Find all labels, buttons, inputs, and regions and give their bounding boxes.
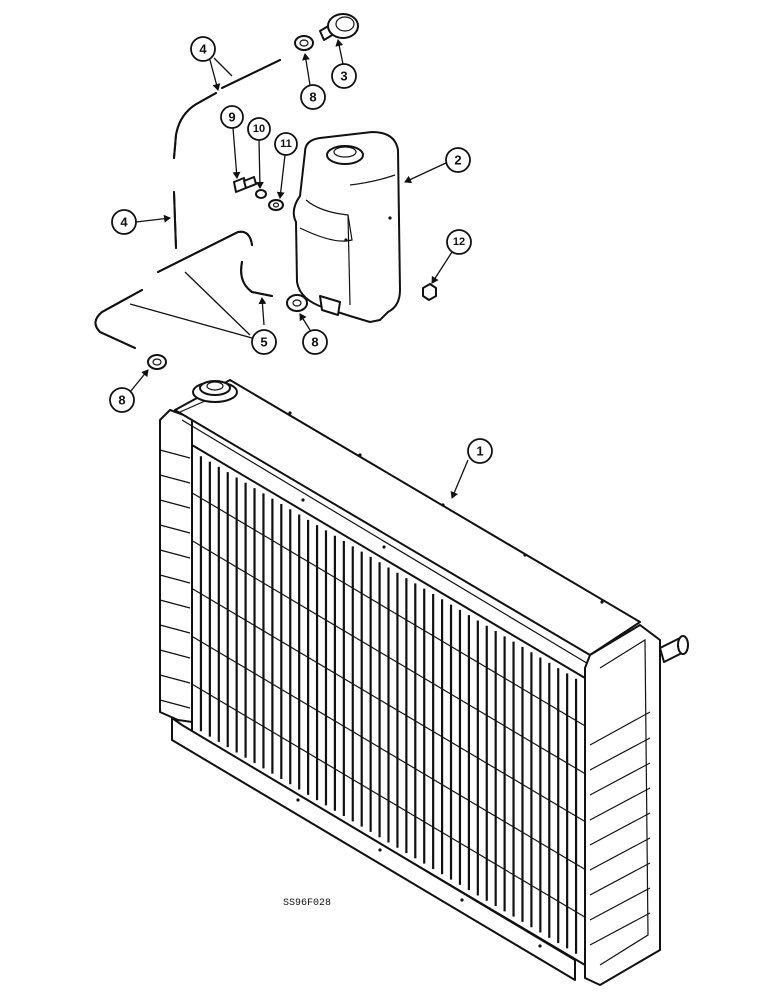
- callout-1: 1: [467, 438, 493, 464]
- svg-text:2: 2: [454, 153, 461, 168]
- svg-text:8: 8: [118, 393, 125, 408]
- callout-2: 2: [445, 147, 471, 173]
- callout-8-mid: 8: [302, 329, 328, 355]
- radiator-filler-neck: [192, 380, 238, 403]
- core-fin-row: [191, 635, 586, 870]
- radiator-outlet-pipe: [659, 635, 689, 663]
- svg-text:11: 11: [280, 138, 292, 150]
- svg-text:10: 10: [253, 123, 265, 135]
- expansion-tank: [292, 131, 401, 323]
- callout-8-bottom: 8: [109, 387, 135, 413]
- hose-clamp-bottom: [147, 354, 167, 370]
- svg-text:8: 8: [309, 90, 316, 105]
- callout-12: 12: [446, 229, 472, 255]
- svg-text:1: 1: [476, 444, 483, 459]
- nut: [422, 283, 437, 301]
- core-fin-row: [191, 683, 586, 918]
- callout-4-top: 4: [190, 36, 216, 62]
- leader-lines: [129, 39, 469, 499]
- top-channel-holes: [288, 411, 604, 604]
- callout-10: 10: [247, 117, 271, 141]
- callout-9: 9: [220, 105, 244, 129]
- filler-cap: [319, 13, 359, 41]
- callout-11: 11: [274, 132, 298, 156]
- right-tank-fins: [589, 711, 651, 946]
- bolt: [233, 176, 257, 193]
- core-fin-row: [191, 587, 586, 823]
- callout-4-left: 4: [111, 209, 137, 235]
- callout-3: 3: [331, 63, 357, 89]
- svg-text:9: 9: [228, 110, 235, 125]
- svg-text:5: 5: [260, 335, 267, 350]
- overflow-hose: [173, 59, 281, 249]
- svg-text:4: 4: [120, 215, 128, 230]
- core-fin-row: [191, 492, 586, 727]
- svg-text:3: 3: [340, 69, 347, 84]
- lock-washer: [255, 189, 267, 199]
- flat-washer: [268, 199, 284, 211]
- figure-reference: SS96F028: [283, 898, 331, 909]
- core-fin-row: [191, 540, 586, 775]
- bottom-channel-holes: [296, 798, 542, 948]
- callout-5: 5: [251, 329, 277, 355]
- left-tank-fins: [159, 449, 191, 709]
- callout-8-top: 8: [300, 84, 326, 110]
- core-grille: [191, 456, 586, 954]
- radiator: [159, 379, 689, 986]
- hose-clamp-mid: [286, 294, 308, 312]
- svg-text:12: 12: [453, 236, 465, 248]
- coolant-hoses: [94, 230, 273, 349]
- hose-clamp-top: [294, 35, 314, 51]
- svg-text:8: 8: [311, 335, 318, 350]
- svg-text:4: 4: [199, 42, 207, 57]
